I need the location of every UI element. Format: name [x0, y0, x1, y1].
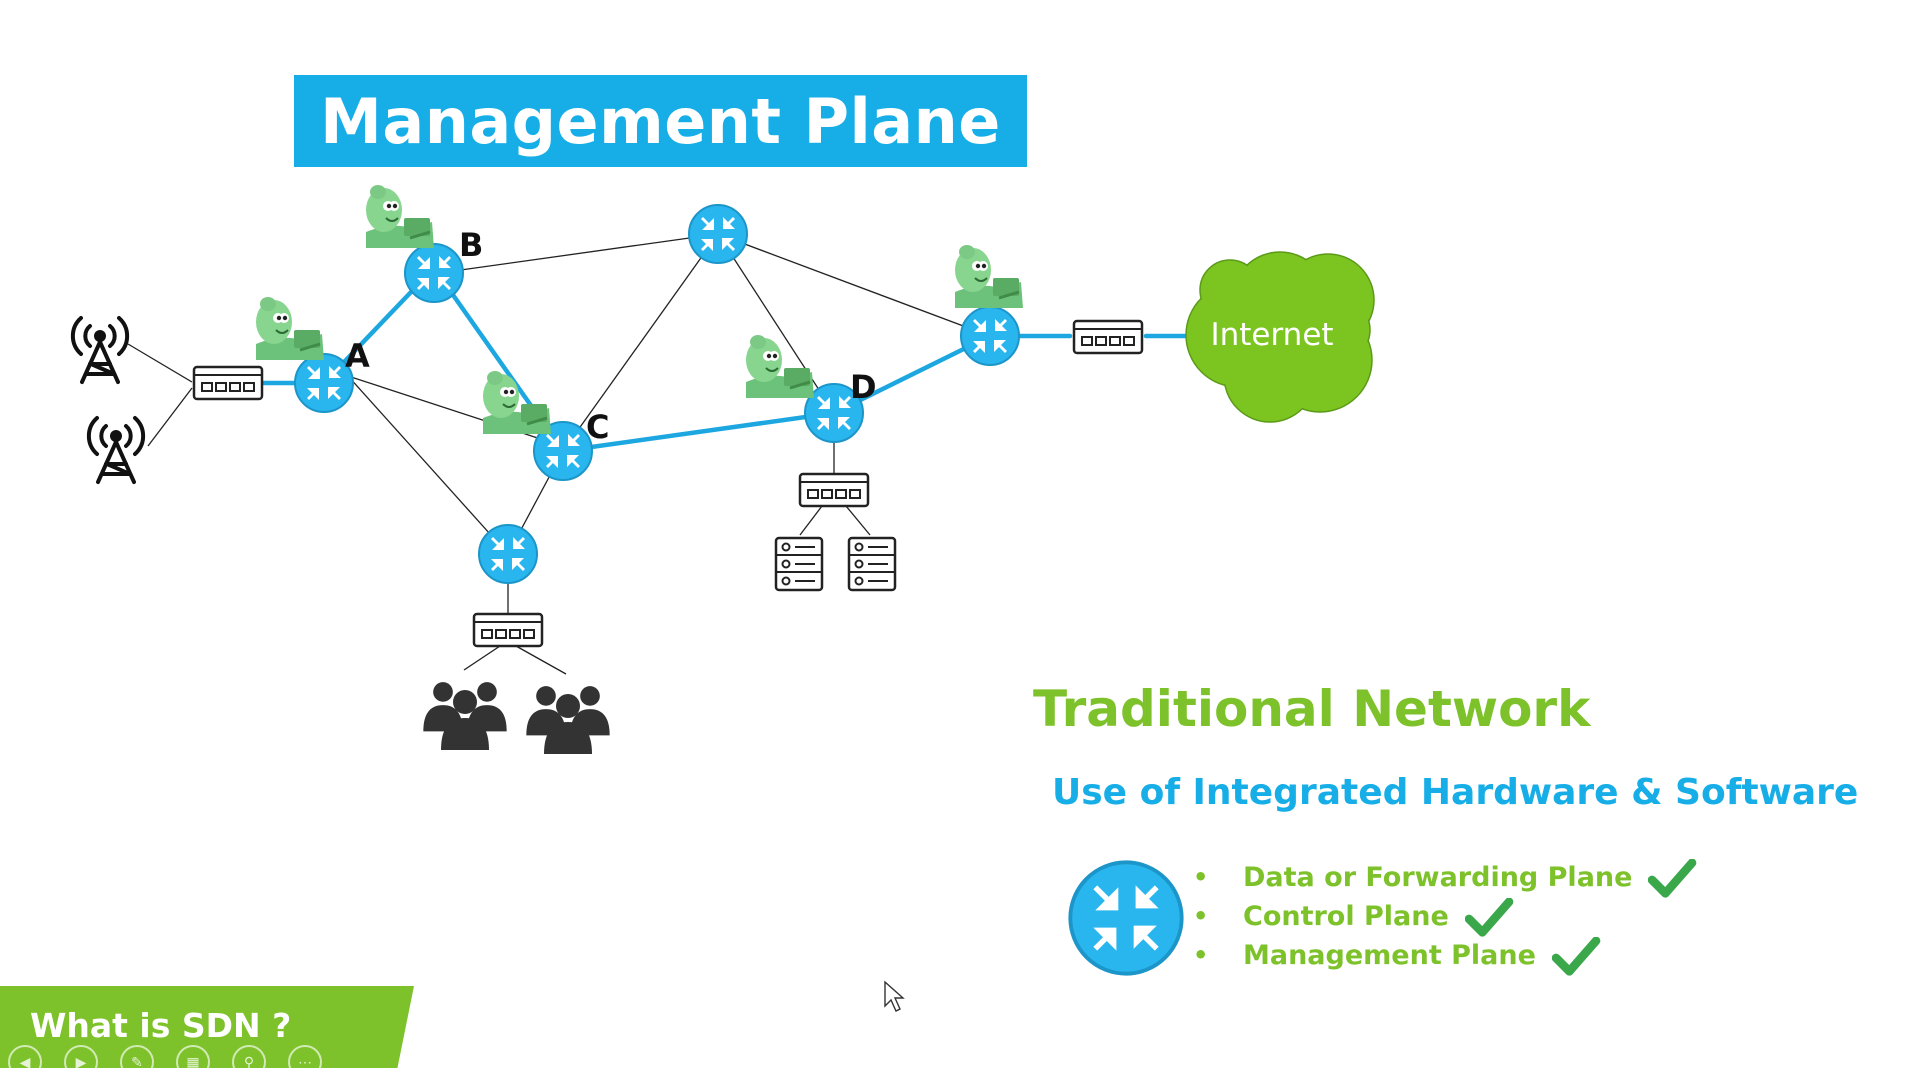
link-top-c [562, 233, 719, 452]
router-icon [688, 204, 748, 264]
switch-icon [192, 365, 264, 401]
slides-grid-icon[interactable]: ▦ [176, 1045, 210, 1079]
thin-links [127, 233, 991, 675]
checkmark-icon [1552, 937, 1602, 977]
node-label-c: C [586, 408, 609, 446]
next-slide-icon[interactable]: ▶ [64, 1045, 98, 1079]
link-switch-users1 [463, 645, 501, 671]
list-item: • Data or Forwarding Plane [1193, 858, 1698, 897]
list-item: • Management Plane [1193, 936, 1698, 975]
plane-label: Management Plane [1243, 940, 1536, 971]
list-item: • Control Plane [1193, 897, 1698, 936]
bullet: • [1193, 941, 1209, 969]
more-options-icon[interactable]: ⋯ [288, 1045, 322, 1079]
highlighted-path [259, 265, 1195, 454]
server-icon [847, 536, 897, 592]
bullet: • [1193, 863, 1209, 891]
switch-icon [798, 472, 870, 508]
node-label-a: A [345, 337, 370, 375]
traditional-network-subtitle: Use of Integrated Hardware & Software [1052, 772, 1859, 813]
internet-label: Internet [1210, 317, 1333, 353]
link-switch-server1 [799, 505, 823, 536]
switch-icon [1072, 319, 1144, 355]
switch-icon [472, 612, 544, 648]
admin-avatar-icon [953, 243, 1025, 310]
server-icon [774, 536, 824, 592]
users-icon [526, 686, 609, 754]
router-icon [404, 243, 464, 303]
link-tower2-switch [147, 387, 193, 447]
slide-title: Management Plane [320, 84, 1001, 158]
presentation-controls: ◀ ▶ ✎ ▦ ⚲ ⋯ [8, 1045, 322, 1079]
admin-avatar-icon [364, 183, 436, 250]
plane-label: Data or Forwarding Plane [1243, 862, 1633, 893]
admin-avatar-icon [481, 369, 553, 436]
plane-list: • Data or Forwarding Plane • Control Plane… [1193, 858, 1698, 975]
link-tower1-switch [127, 343, 193, 383]
management-plane-banner: Management Plane [294, 75, 1027, 167]
antenna-tower-icon [70, 316, 130, 384]
path-c-d [560, 410, 837, 454]
admin-avatar-icon [254, 295, 326, 362]
traditional-network-title: Traditional Network [1033, 680, 1591, 738]
internet-cloud-icon: Internet [1185, 251, 1375, 423]
bullet: • [1193, 902, 1209, 930]
link-top-right [717, 233, 991, 337]
users-icon [423, 682, 506, 750]
mouse-cursor-icon [884, 980, 905, 1012]
pen-icon[interactable]: ✎ [120, 1045, 154, 1079]
link-b-top [431, 233, 719, 275]
link-top-d [717, 233, 835, 414]
link-switch-users2 [515, 645, 567, 675]
previous-slide-icon[interactable]: ◀ [8, 1045, 42, 1079]
antenna-tower-icon [86, 416, 146, 484]
node-label-d: D [850, 368, 877, 406]
checkmark-icon [1465, 898, 1515, 938]
legend-router-icon [1068, 860, 1184, 976]
link-a-bottom [347, 375, 509, 555]
zoom-icon[interactable]: ⚲ [232, 1045, 266, 1079]
node-label-b: B [459, 226, 483, 264]
router-icon [960, 306, 1020, 366]
checkmark-icon [1648, 859, 1698, 899]
link-switch-server2 [845, 505, 871, 536]
section-tab-label: What is SDN ? [30, 1006, 292, 1045]
router-icon [478, 524, 538, 584]
plane-label: Control Plane [1243, 901, 1449, 932]
